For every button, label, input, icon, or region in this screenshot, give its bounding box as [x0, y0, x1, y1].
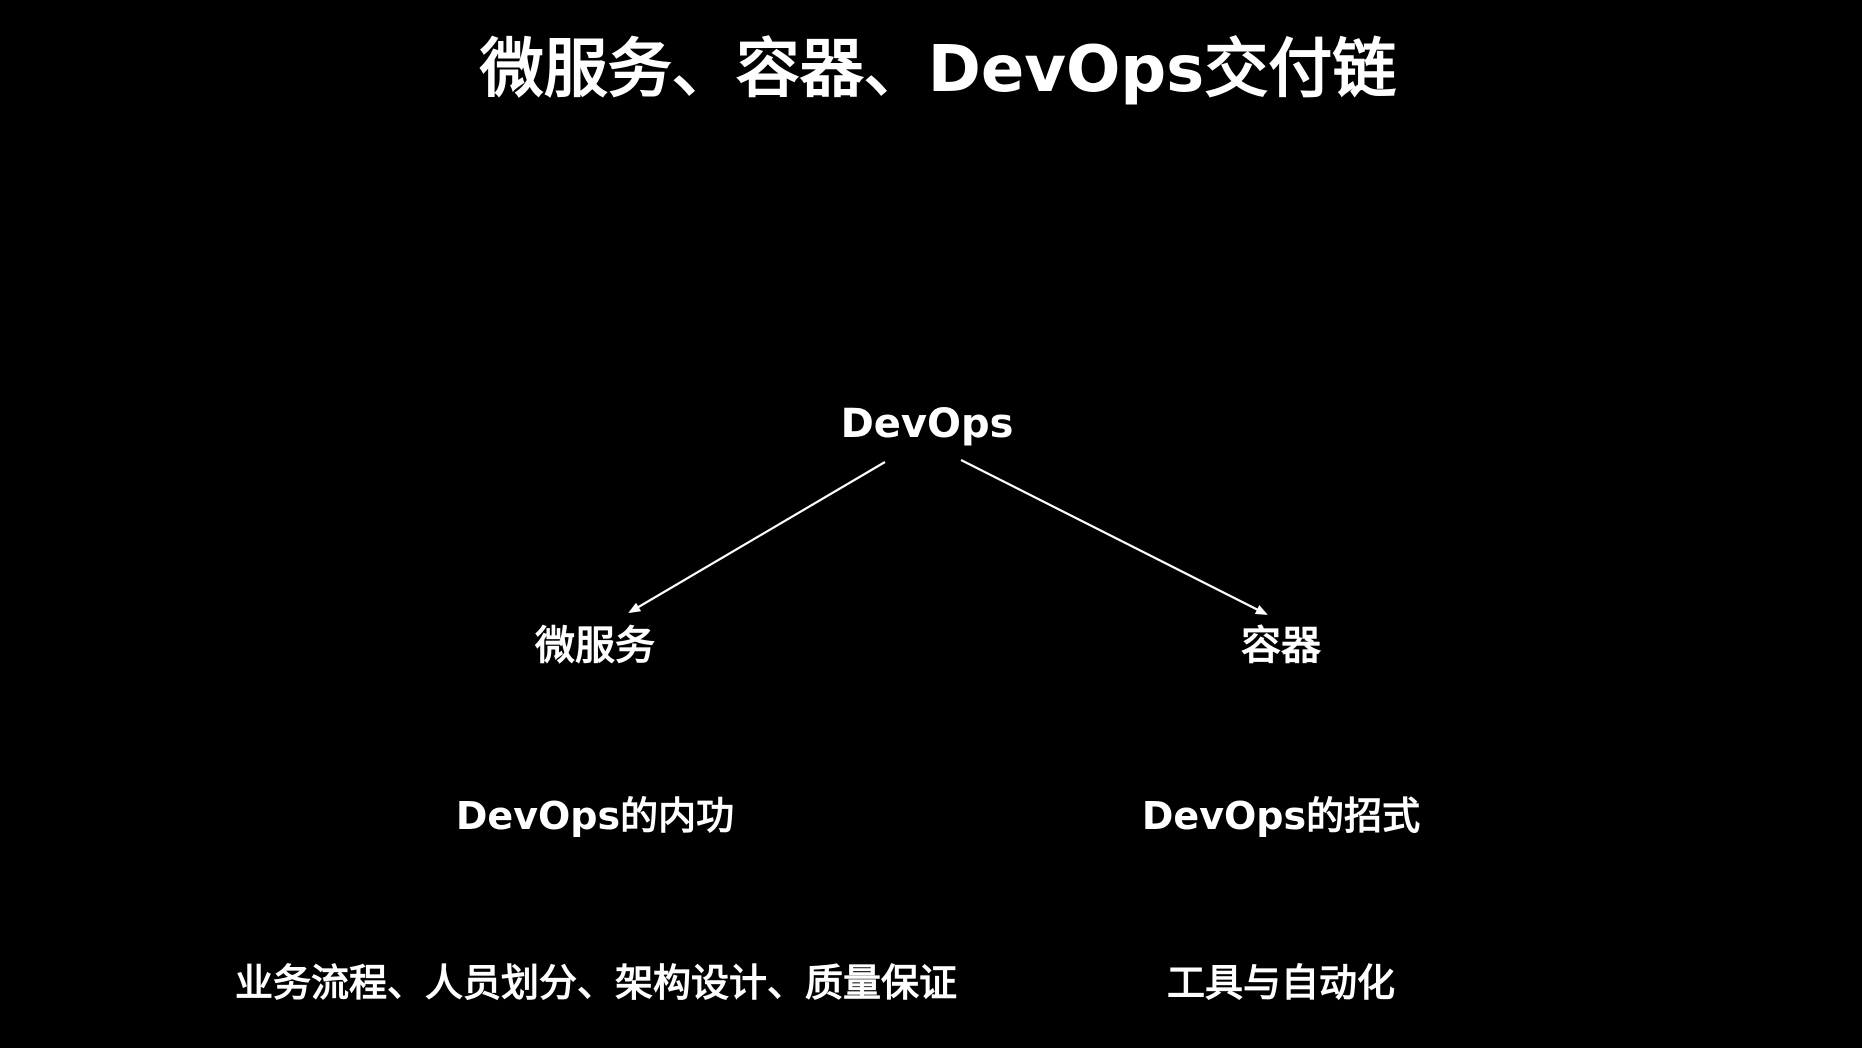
containers-subtitle: DevOps的招式 — [1141, 794, 1421, 838]
slide-title: 微服务、容器、DevOps交付链 — [479, 33, 1397, 107]
root-node-label: DevOps — [840, 401, 1014, 447]
microservices-subtitle: DevOps的内功 — [455, 794, 735, 838]
microservices-detail: 业务流程、人员划分、架构设计、质量保证 — [234, 961, 958, 1005]
containers-detail: 工具与自动化 — [1166, 961, 1396, 1005]
containers-node-label: 容器 — [1241, 623, 1321, 669]
microservices-node-label: 微服务 — [535, 623, 655, 669]
arrow-to-right-node — [960, 459, 1268, 615]
arrow-to-left-node — [628, 461, 886, 614]
